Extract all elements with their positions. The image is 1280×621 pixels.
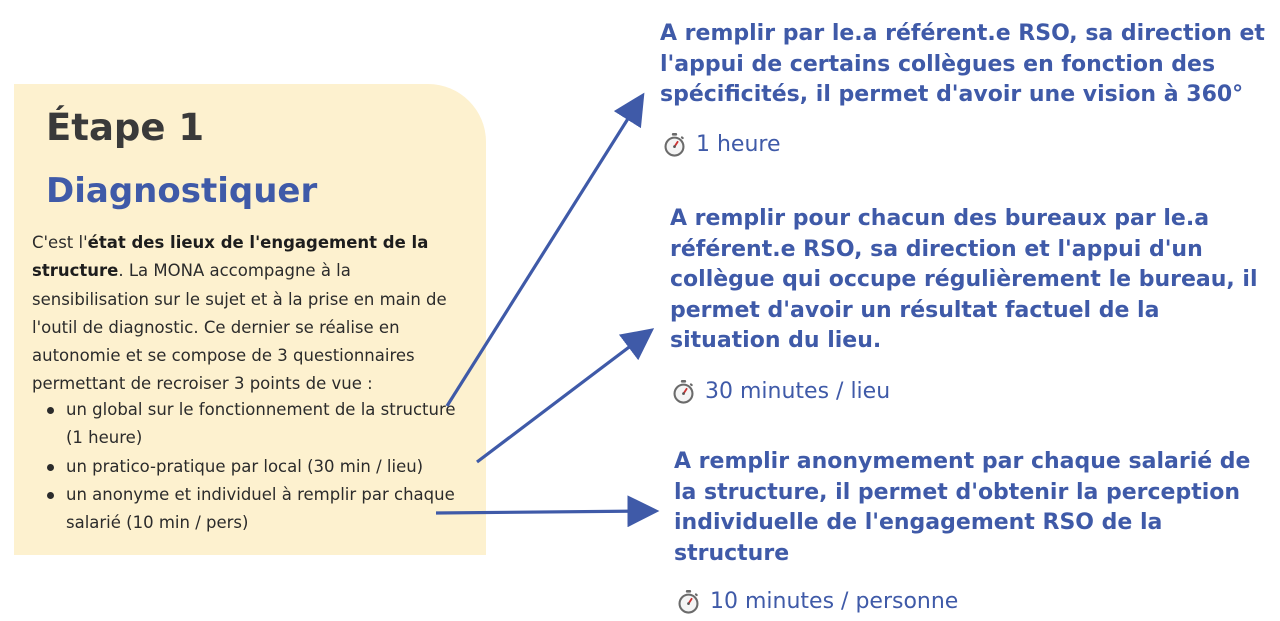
step-number: Étape 1 <box>46 106 205 149</box>
list-item-text: un anonyme et individuel à remplir par c… <box>66 484 455 533</box>
bullet-icon <box>47 407 54 414</box>
arrow-right-icon <box>435 495 660 528</box>
list-item: un pratico-pratique par local (30 min / … <box>32 453 472 481</box>
questionnaire-local-description: A remplir pour chacun des bureaux par le… <box>670 206 1258 353</box>
step-title: Diagnostiquer <box>46 171 318 211</box>
list-item: un anonyme et individuel à remplir par c… <box>32 481 472 538</box>
duration-text: 30 minutes / lieu <box>705 379 891 404</box>
list-item-text: un global sur le fonctionnement de la st… <box>66 400 456 448</box>
stopwatch-icon <box>664 133 685 157</box>
list-item-text: un pratico-pratique par local (30 min / … <box>66 456 424 476</box>
intro-text-end: . La MONA accompagne à la sensibilisatio… <box>32 261 447 394</box>
questionnaire-individual-duration: 10 minutes / personne <box>676 589 958 614</box>
bullet-icon <box>47 491 54 499</box>
intro-paragraph: C'est l'état des lieux de l'engagement d… <box>32 229 472 399</box>
intro-highlight: état des lieux de l'engagement de la str… <box>32 233 429 281</box>
questionnaire-local-duration: 30 minutes / lieu <box>671 379 890 404</box>
stopwatch-icon <box>673 380 694 404</box>
duration-text: 1 heure <box>696 132 781 157</box>
bullet-icon <box>47 463 54 471</box>
intro-text-start: C'est l' <box>32 233 88 252</box>
arrow-right-icon <box>476 328 655 464</box>
questionnaire-list: un global sur le fonctionnement de la st… <box>32 396 472 537</box>
step-card <box>14 84 486 555</box>
questionnaire-global-description: A remplir par le.a référent.e RSO, sa di… <box>660 21 1265 107</box>
questionnaire-individual-description: A remplir anonymement par chaque salarié… <box>674 449 1251 566</box>
duration-text: 10 minutes / personne <box>710 589 959 614</box>
questionnaire-global-duration: 1 heure <box>662 132 781 157</box>
arrow-right-icon <box>445 92 645 407</box>
stopwatch-icon <box>678 590 699 614</box>
list-item: un global sur le fonctionnement de la st… <box>32 396 472 453</box>
